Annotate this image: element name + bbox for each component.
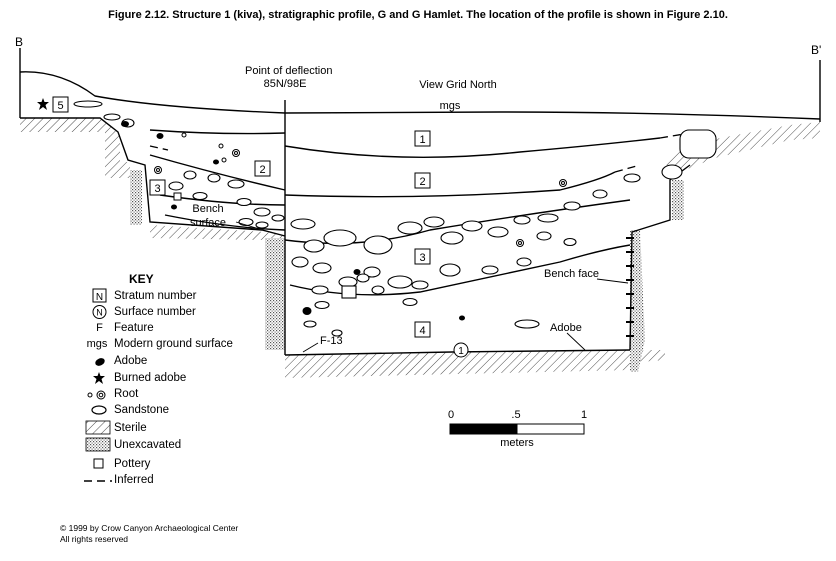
key-label-adobe: Adobe [114, 355, 148, 367]
copyright-line-1: © 1999 by Crow Canyon Archaeological Cen… [60, 523, 239, 533]
key-surface-circle [92, 305, 107, 319]
figure-title: Figure 2.12. Structure 1 (kiva), stratig… [108, 9, 728, 21]
key-row-sterile: Sterile [86, 421, 266, 437]
feature-label: F-13 [320, 335, 343, 347]
key-label-sandstone: Sandstone [114, 404, 169, 416]
stratum-4: 4 [419, 325, 425, 337]
deflection-line-1: Point of deflection [245, 65, 333, 77]
key-label-surface: Surface number [114, 306, 196, 318]
leader-lines [235, 221, 629, 353]
key-surface-glyph: N [96, 308, 103, 318]
adobe-label: Adobe [550, 322, 582, 334]
profile-outline [19, 48, 821, 356]
copyright-line-2: All rights reserved [60, 534, 129, 544]
key-root-large-icon [96, 390, 106, 400]
key-row-sandstone: Sandstone [86, 403, 266, 419]
roots [154, 132, 567, 247]
key-label-mgs: Modern ground surface [114, 338, 233, 350]
key-sandstone-icon [91, 405, 107, 415]
pottery-sherd [173, 192, 182, 201]
bench-face-marks [626, 237, 634, 337]
scale-bar [449, 423, 585, 435]
right-end-label: B' [811, 43, 822, 57]
left-end-label: B [15, 35, 24, 49]
key-label-pottery: Pottery [114, 458, 151, 470]
copyright: © 1999 by Crow Canyon Archaeological Cen… [60, 523, 238, 545]
deflection-label: Point of deflection 85N/98E [245, 65, 333, 90]
key-label-sterile: Sterile [114, 422, 147, 434]
key-row-feature: Feature [86, 321, 266, 337]
key-pottery-icon [93, 458, 104, 469]
view-label: View Grid North [419, 79, 497, 91]
stratum-2-left: 2 [259, 164, 265, 176]
deflection-line-2: 85N/98E [263, 78, 307, 90]
key-row-burned-adobe: Burned adobe [86, 371, 266, 387]
bench-surface-label: Bench surface [178, 203, 238, 229]
key-symbols: N N F mgs [84, 288, 112, 482]
key-row-mgs: Modern ground surface [86, 337, 266, 353]
sandstone-rocks [73, 100, 717, 337]
surface-number-circle [453, 342, 469, 358]
mgs-label: mgs [439, 100, 461, 112]
burned-adobe-star [37, 98, 49, 110]
bench-face-label: Bench face [544, 268, 600, 280]
surface-number: 1 [458, 346, 464, 357]
key-stratum-glyph: N [96, 292, 103, 303]
key-stratum-box [92, 288, 107, 303]
key-label-feature: Feature [114, 322, 154, 334]
key-row-root: Root [86, 387, 266, 403]
key-label-unexcavated: Unexcavated [114, 439, 182, 451]
stratum-5: 5 [57, 100, 63, 112]
key-row-stratum: Stratum number [86, 289, 266, 305]
bench-line-2: surface [189, 217, 227, 229]
key-root-small-icon [87, 392, 93, 398]
bench-line-1: Bench [192, 203, 224, 215]
key-label-stratum: Stratum number [114, 290, 197, 302]
key-sterile-swatch [85, 420, 111, 435]
key-row-inferred: Inferred [86, 473, 266, 489]
key-row-surface: Surface number [86, 305, 266, 321]
scale-tick-half: .5 [511, 409, 520, 421]
key-row-unexcavated: Unexcavated [86, 438, 266, 454]
scale-unit: meters [500, 437, 534, 449]
scale-tick-1: 1 [581, 409, 587, 421]
scale-tick-0: 0 [448, 409, 454, 421]
key-adobe-blob [95, 358, 105, 366]
key-label-burned-adobe: Burned adobe [114, 372, 187, 384]
key-mgs-glyph: mgs [87, 338, 108, 350]
key-burned-adobe-icon [93, 372, 105, 384]
key-label-inferred: Inferred [114, 474, 154, 486]
key-label-root: Root [114, 388, 139, 400]
stratum-3-right: 3 [419, 252, 425, 264]
key-title: KEY [129, 272, 154, 286]
key-feature-glyph: F [96, 322, 103, 334]
key-row-pottery: Pottery [86, 457, 266, 473]
stratum-number-boxes [52, 96, 431, 338]
sterile-zones [20, 118, 820, 378]
inferred-lines [149, 132, 691, 173]
key-row-adobe: Adobe [86, 354, 266, 370]
key-unexcavated-swatch [85, 437, 111, 452]
adobe-blobs [121, 121, 465, 321]
stratum-3-left: 3 [154, 183, 160, 195]
stratum-1: 1 [419, 134, 425, 146]
stratum-2-right: 2 [419, 176, 425, 188]
